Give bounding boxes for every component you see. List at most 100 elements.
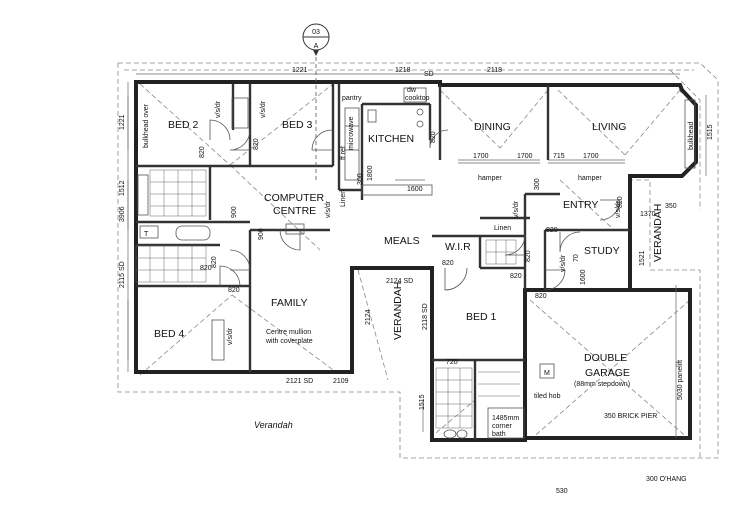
microwave-label: microwave [348,116,355,150]
room-computer-2: CENTRE [273,205,316,217]
mullion-label-2: with coverplate [265,338,313,345]
dim-2121sd: 2121 SD [286,378,313,385]
dim-window-2: 1700 [517,153,533,160]
dim-2124sd: 2124 SD [386,278,413,285]
door-820-12: 820 [430,131,437,143]
room-study: STUDY [584,245,620,257]
bulkhead-over-label: bulkhead over [143,103,150,148]
dim-530: 530 [556,488,568,495]
room-bed1: BED 1 [466,311,497,323]
section-callout [302,23,330,180]
dimension-lines [127,73,707,438]
door-820-3: 820 [211,256,218,268]
room-meals: MEALS [384,235,420,247]
robe-label-5: v/s/dr [513,200,520,218]
door-820-10: 820 [617,196,624,208]
ffref-label: ff ref [340,146,347,160]
robe-label-1: v/s/dr [215,100,222,118]
door-swings [209,119,621,291]
dim-2109: 2109 [333,378,349,385]
door-820-1: 820 [199,146,206,158]
room-living: LIVING [592,121,626,133]
overhang-label: 300 O'HANG [646,476,687,483]
room-computer-1: COMPUTER [264,192,325,204]
dim-1515: 1515 [419,394,426,410]
room-kitchen: KITCHEN [368,133,414,145]
hamper-label-1: hamper [478,175,502,182]
robe-label-6: v/s/dr [560,254,567,272]
callout-top: 03 [312,29,320,36]
fixtures [137,87,696,439]
brick-pier-label: 350 BRICK PIER [604,413,657,420]
room-entry: ENTRY [563,199,598,211]
dim-left-3: 3906 [119,206,126,222]
dim-300-a: 300 [357,173,364,185]
mullion-label-1: Centre mullion [266,329,311,336]
dim-window-4: 1700 [583,153,599,160]
tiled-hob-label: tiled hob [534,393,561,400]
robe-label-2: v/s/dr [260,100,267,118]
dim-1600-kitchen: 1600 [407,186,423,193]
garage-note: (88mm stepdown) [574,381,630,388]
room-verandah-side: VERANDAH [652,204,664,262]
bulkhead-label: bulkhead [688,121,695,150]
dim-900-a: 900 [231,206,238,218]
dim-right-3: 350 [665,203,677,210]
dim-1600-study: 1600 [580,269,587,285]
room-garage-1: DOUBLE [584,352,627,364]
callout-bottom: A [314,43,319,50]
pantry-label: pantry [342,95,362,102]
door-820-9: 820 [546,227,558,234]
room-verandah-mid: VERANDAH [392,282,404,340]
door-820-7: 820 [510,273,522,280]
room-wir: W.I.R [445,241,471,253]
dim-2124: 2124 [365,309,372,325]
dim-1800: 1800 [367,165,374,181]
bath-label-3: bath [492,431,506,438]
robe-label-4: v/s/dr [227,327,234,345]
dim-right-1: 1515 [707,124,714,140]
door-820-6: 820 [442,260,454,267]
dim-right-4: 1521 [639,250,646,266]
linen-label-1: Linen [340,190,347,207]
room-bed3: BED 3 [282,119,313,131]
robe-label-7: v/s/dr [615,200,622,218]
room-bed4: BED 4 [154,328,185,340]
cooktop-label: cooktop [405,95,430,102]
door-820-11: 820 [525,250,532,262]
door-820-2: 820 [253,138,260,150]
door-820-5: 820 [200,265,212,272]
dim-900-b: 900 [258,228,265,240]
dim-70: 70 [573,254,580,262]
dw-label: dw [407,87,417,94]
roof-outline [117,62,719,459]
robe-label-3: v/s/dr [325,200,332,218]
dim-2118sd: 2118 SD [422,303,429,330]
t-mark: T [144,231,149,238]
hamper-label-2: hamper [578,175,602,182]
dim-300-b: 300 [534,178,541,190]
dim-window-1: 1700 [473,153,489,160]
linen-label-2: Linen [494,225,511,232]
dim-top-3: 2118 [487,67,502,74]
dim-left-4: 2115 SD [119,261,126,288]
room-dining: DINING [474,121,511,133]
door-820-8: 820 [535,293,547,300]
door-820-4: 820 [228,287,240,294]
room-family: FAMILY [271,297,308,309]
dim-720: 720 [446,359,458,366]
dim-right-5: 5030 panelift [677,360,684,400]
verandah-script: Verandah [254,420,293,430]
dim-window-3: 715 [553,153,565,160]
sd-mark-top: SD [424,71,434,78]
bathroom-tiles [135,169,520,429]
dim-left-1: 1221 [119,114,126,130]
room-garage-2: GARAGE [585,367,630,379]
room-bed2: BED 2 [168,119,199,131]
dim-top-2: 1218 [395,67,411,74]
m-mark: M [544,370,550,377]
dim-top-1: 1221 [292,67,308,74]
dim-right-2: 1370 [640,211,656,218]
dim-left-2: 1512 [119,180,126,196]
